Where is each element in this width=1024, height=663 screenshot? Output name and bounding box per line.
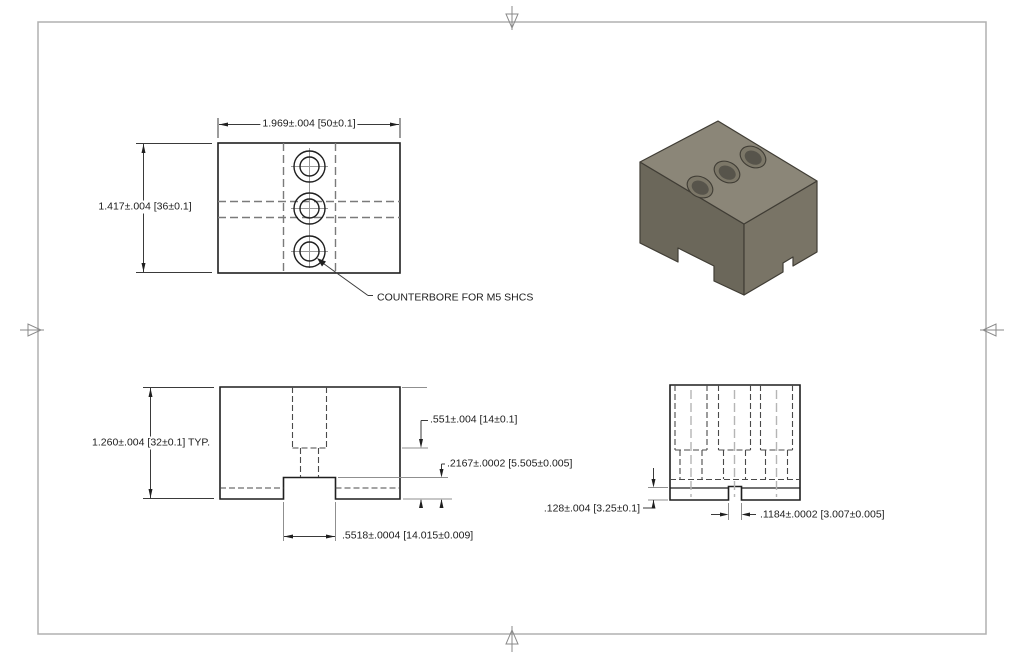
dim-front-height: 1.260±.004 [32±0.1] TYP. xyxy=(90,436,212,450)
dim-overall-width: 1.969±.004 [50±0.1] xyxy=(260,117,358,131)
side-view-drawing xyxy=(643,384,801,520)
center-mark-bottom-icon xyxy=(505,626,519,652)
front-view-drawing xyxy=(143,386,452,541)
dim-groove-depth: .2167±.0002 [5.505±0.005] xyxy=(445,457,575,471)
center-mark-right-icon xyxy=(980,323,1004,337)
center-mark-top-icon xyxy=(505,6,519,30)
isometric-view xyxy=(639,120,818,296)
dim-slot-width: .1184±.0002 [3.007±0.005] xyxy=(758,508,887,522)
center-mark-left-icon xyxy=(20,323,44,337)
counterbore-note: COUNTERBORE FOR M5 SHCS xyxy=(375,291,536,305)
sheet-border xyxy=(37,21,987,635)
dim-counterbore-height: .551±.004 [14±0.1] xyxy=(428,413,520,427)
dim-groove-width: .5518±.0004 [14.015±0.009] xyxy=(340,529,476,543)
top-view-drawing xyxy=(136,118,401,296)
dim-overall-depth: 1.417±.004 [36±0.1] xyxy=(96,200,194,214)
iso-counterbore-holes xyxy=(686,145,767,199)
dim-slot-depth: .128±.004 [3.25±0.1] xyxy=(541,502,642,516)
